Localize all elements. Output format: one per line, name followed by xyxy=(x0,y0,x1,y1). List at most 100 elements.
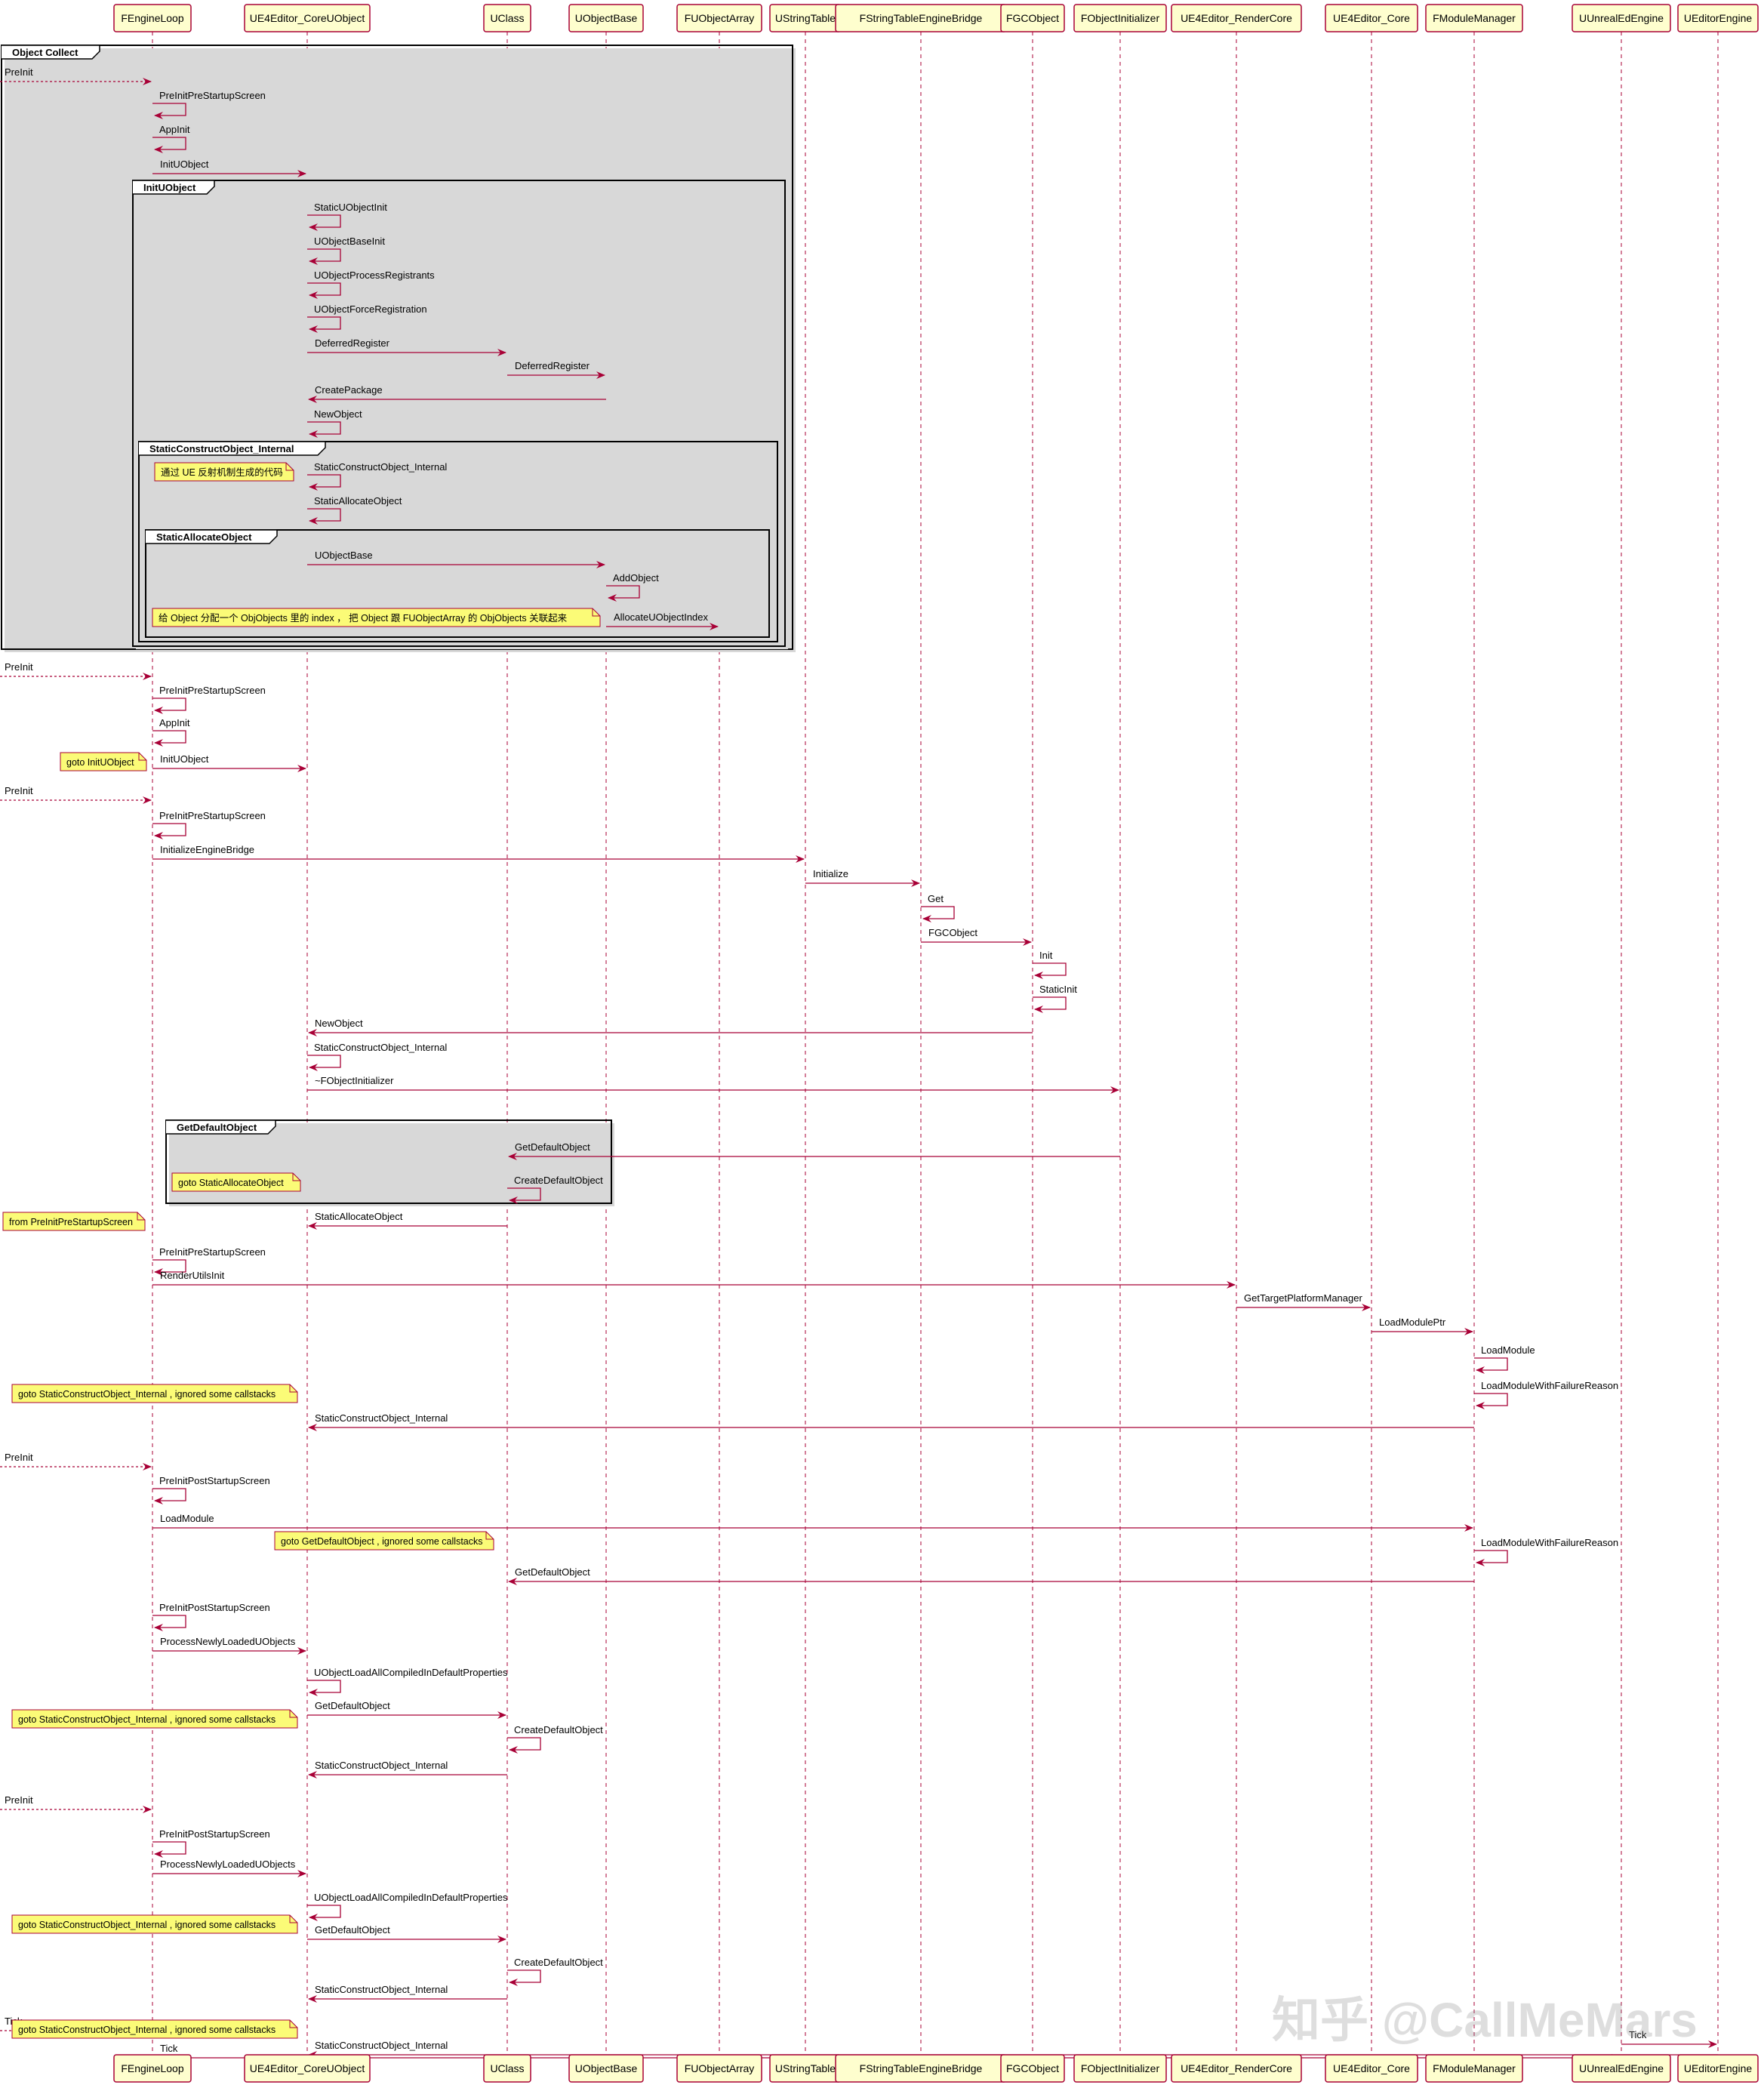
message-preinitprestartupscreen: PreInitPreStartupScreen xyxy=(152,1246,266,1276)
message-label: PreInit xyxy=(5,66,33,78)
participant-foi-bottom: FObjectInitializer xyxy=(1073,2054,1167,2083)
message-label: ProcessNewlyLoadedUObjects xyxy=(160,1859,296,1870)
message-label: CreateDefaultObject xyxy=(514,1957,603,1968)
message-label: CreateDefaultObject xyxy=(514,1724,603,1735)
message-label: FGCObject xyxy=(928,927,977,938)
participant-label: UObjectBase xyxy=(575,12,638,24)
participant-label: FGCObject xyxy=(1006,2062,1059,2074)
participant-uee-top: UEditorEngine xyxy=(1677,4,1759,32)
message-loadmodule: LoadModule xyxy=(152,1513,1473,1532)
participant-uue-top: UUnrealEdEngine xyxy=(1572,4,1671,32)
participant-label: UUnrealEdEngine xyxy=(1579,2062,1664,2074)
message-staticconstructobject-internal: StaticConstructObject_Internal xyxy=(308,1760,507,1778)
participant-label: FUObjectArray xyxy=(685,2062,755,2074)
message-loadmodulewithfailurereason: LoadModuleWithFailureReason xyxy=(1474,1537,1618,1566)
message-staticconstructobject-internal: StaticConstructObject_Internal xyxy=(308,1984,507,2003)
participant-fgc-bottom: FGCObject xyxy=(1000,2054,1065,2083)
message-getdefaultobject: GetDefaultObject xyxy=(307,1700,506,1719)
participant-label: UE4Editor_RenderCore xyxy=(1181,2062,1292,2074)
participant-foi-top: FObjectInitializer xyxy=(1073,4,1167,32)
message-staticinit: StaticInit xyxy=(1033,984,1077,1013)
participant-label: UEditorEngine xyxy=(1684,2062,1752,2074)
participant-cuo-bottom: UE4Editor_CoreUObject xyxy=(244,2054,371,2083)
message-createdefaultobject: CreateDefaultObject xyxy=(507,1175,603,1204)
participant-label: UE4Editor_RenderCore xyxy=(1181,12,1292,24)
message-label: InitializeEngineBridge xyxy=(160,844,254,855)
message-label: ~FObjectInitializer xyxy=(315,1075,394,1086)
message-label: GetDefaultObject xyxy=(315,1700,390,1711)
message-createdefaultobject: CreateDefaultObject xyxy=(507,1957,603,1986)
participant-fmm-top: FModuleManager xyxy=(1425,4,1523,32)
message-staticuobjectinit: StaticUObjectInit xyxy=(307,202,387,231)
note-10: goto StaticConstructObject_Internal , ig… xyxy=(11,2019,298,2039)
message-staticallocateobject: StaticAllocateObject xyxy=(307,495,402,525)
note-text: goto GetDefaultObject , ignored some cal… xyxy=(281,1536,483,1547)
participant-uco-bottom: UE4Editor_Core xyxy=(1325,2054,1418,2083)
message-label: DeferredRegister xyxy=(515,360,590,371)
participant-label: FObjectInitializer xyxy=(1081,12,1160,24)
participant-label: UObjectBase xyxy=(575,2062,638,2074)
message-staticconstructobject-internal: StaticConstructObject_Internal xyxy=(307,1042,447,1071)
participant-label: UE4Editor_CoreUObject xyxy=(250,2062,365,2074)
message-label: InitUObject xyxy=(160,159,209,170)
participant-label: UStringTable xyxy=(775,12,836,24)
message-uobjectbase: UObjectBase xyxy=(307,550,605,568)
participant-urc-top: UE4Editor_RenderCore xyxy=(1171,4,1302,32)
frame-label: StaticConstructObject_Internal xyxy=(149,443,294,454)
participant-fua-top: FUObjectArray xyxy=(676,4,762,32)
participant-label: FModuleManager xyxy=(1433,2062,1516,2074)
message-label: Get xyxy=(928,893,944,904)
note-6: goto StaticConstructObject_Internal , ig… xyxy=(11,1384,298,1403)
participant-label: UE4Editor_Core xyxy=(1333,2062,1410,2074)
message-label: PreInitPreStartupScreen xyxy=(159,685,266,696)
participant-fel-top: FEngineLoop xyxy=(113,4,192,32)
note-1: 通过 UE 反射机制生成的代码 xyxy=(154,462,294,482)
message-label: StaticUObjectInit xyxy=(314,202,387,213)
participant-label: FUObjectArray xyxy=(685,12,755,24)
message-label: Init xyxy=(1039,950,1053,961)
note-text: from PreInitPreStartupScreen xyxy=(9,1217,133,1227)
message-staticconstructobject-internal: StaticConstructObject_Internal xyxy=(307,461,447,491)
message-fgcobject: FGCObject xyxy=(921,927,1032,946)
participant-label: FEngineLoop xyxy=(121,12,184,24)
message-label: LoadModule xyxy=(160,1513,214,1524)
participant-uue-bottom: UUnrealEdEngine xyxy=(1572,2054,1671,2083)
message-label: GetDefaultObject xyxy=(515,1141,590,1153)
note-text: 通过 UE 反射机制生成的代码 xyxy=(161,467,283,478)
message-label: LoadModule xyxy=(1481,1344,1535,1356)
message-label: PreInitPostStartupScreen xyxy=(159,1828,270,1840)
message-preinitpoststartupscreen: PreInitPostStartupScreen xyxy=(152,1475,270,1504)
message-label: AllocateUObjectIndex xyxy=(614,611,709,623)
message-label: LoadModuleWithFailureReason xyxy=(1481,1537,1618,1548)
note-2: 给 Object 分配一个 ObjObjects 里的 index ， 把 Ob… xyxy=(152,608,601,627)
message-uobjectprocessregistrants: UObjectProcessRegistrants xyxy=(307,269,435,299)
note-3: goto InitUObject xyxy=(60,752,147,771)
message-createdefaultobject: CreateDefaultObject xyxy=(507,1724,603,1754)
participant-label: UEditorEngine xyxy=(1684,12,1752,24)
note-text: goto StaticConstructObject_Internal , ig… xyxy=(18,1389,276,1400)
message-label: ProcessNewlyLoadedUObjects xyxy=(160,1636,296,1647)
note-8: goto StaticConstructObject_Internal , ig… xyxy=(11,1709,298,1729)
message-label: UObjectProcessRegistrants xyxy=(314,269,435,281)
message-getdefaultobject: GetDefaultObject xyxy=(307,1924,506,1943)
message-preinitprestartupscreen: PreInitPreStartupScreen xyxy=(152,685,266,714)
message-loadmoduleptr: LoadModulePtr xyxy=(1371,1317,1473,1335)
participant-uco-top: UE4Editor_Core xyxy=(1325,4,1418,32)
message-label: InitUObject xyxy=(160,753,209,765)
message-label: AppInit xyxy=(159,124,190,135)
message-label: StaticInit xyxy=(1039,984,1077,995)
message-processnewlyloadeduobjects: ProcessNewlyLoadedUObjects xyxy=(152,1859,306,1877)
participant-fmm-bottom: FModuleManager xyxy=(1425,2054,1523,2083)
message-label: StaticConstructObject_Internal xyxy=(315,2040,448,2051)
message-label: StaticConstructObject_Internal xyxy=(314,1042,447,1053)
message-allocateuobjectindex: AllocateUObjectIndex xyxy=(606,611,719,630)
message-deferredregister: DeferredRegister xyxy=(307,337,506,356)
message-label: LoadModuleWithFailureReason xyxy=(1481,1380,1618,1391)
message-inituobject: InitUObject xyxy=(152,159,306,177)
note-text: 给 Object 分配一个 ObjObjects 里的 index ， 把 Ob… xyxy=(159,612,568,624)
message-processnewlyloadeduobjects: ProcessNewlyLoadedUObjects xyxy=(152,1636,306,1655)
message-label: AddObject xyxy=(613,572,659,584)
message-label: PreInitPreStartupScreen xyxy=(159,90,266,101)
participant-cuo-top: UE4Editor_CoreUObject xyxy=(244,4,371,32)
